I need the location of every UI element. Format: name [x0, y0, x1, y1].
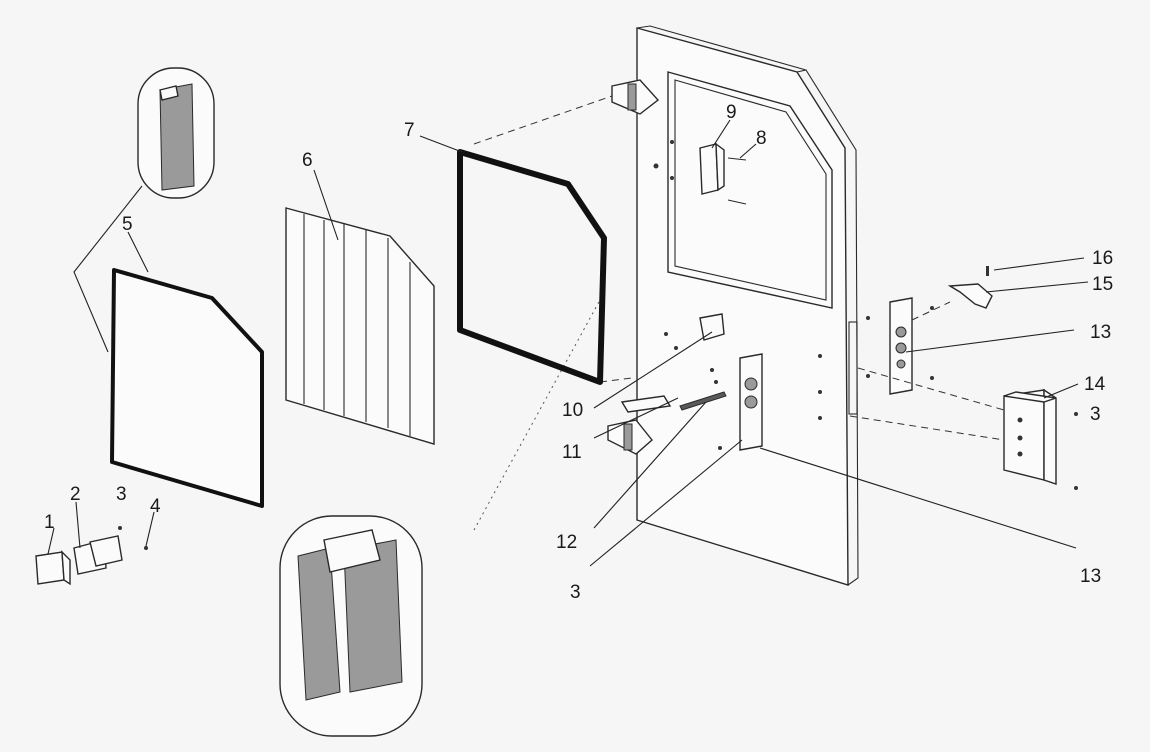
part-12-rod — [679, 391, 727, 411]
part-11-inside-handle — [620, 395, 672, 413]
lower-hinge — [607, 419, 653, 455]
assembly-lines — [473, 95, 1005, 531]
seal-profile-detail-top — [137, 67, 215, 199]
callout-6: 6 — [302, 150, 313, 171]
part-7-window-seal — [457, 149, 607, 385]
callout-3-lower: 3 — [570, 582, 581, 603]
part-13-upper-bracket — [889, 297, 913, 395]
part-16-screw — [986, 266, 989, 276]
callout-1: 1 — [44, 512, 55, 533]
glazing-profile-detail-bottom — [279, 515, 423, 737]
latch-assembly-1-4 — [35, 526, 148, 586]
callout-11: 11 — [562, 442, 582, 463]
door-panel — [636, 25, 859, 586]
callout-15: 15 — [1092, 274, 1113, 295]
callout-5: 5 — [122, 214, 133, 235]
callout-labels: 1 2 3 4 5 6 7 8 9 10 11 12 3 13 13 14 3 … — [44, 102, 1113, 603]
callout-12: 12 — [556, 532, 577, 553]
part-8-pin — [727, 157, 747, 205]
screw-fasteners — [653, 140, 1078, 490]
part-15-handle — [947, 283, 993, 309]
part-14-lock-box — [1003, 388, 1057, 485]
callout-14: 14 — [1084, 374, 1106, 395]
part-5-seal — [110, 268, 264, 508]
part-10-striker — [699, 313, 725, 341]
callout-13-lower: 13 — [1080, 566, 1101, 587]
callout-3-right: 3 — [1090, 404, 1101, 425]
leader-lines — [47, 119, 1089, 567]
part-6-glass — [285, 207, 435, 445]
callout-2: 2 — [70, 484, 81, 505]
upper-hinge — [611, 79, 660, 115]
part-13-lower-plate — [739, 353, 763, 451]
callout-9: 9 — [726, 102, 737, 123]
callout-8: 8 — [756, 128, 767, 149]
part-9-latch — [699, 142, 725, 195]
callout-16: 16 — [1092, 248, 1113, 269]
callout-3: 3 — [116, 484, 127, 505]
callout-10: 10 — [562, 400, 583, 421]
callout-13-upper: 13 — [1090, 322, 1111, 343]
callout-4: 4 — [150, 496, 161, 517]
callout-7: 7 — [404, 120, 415, 141]
